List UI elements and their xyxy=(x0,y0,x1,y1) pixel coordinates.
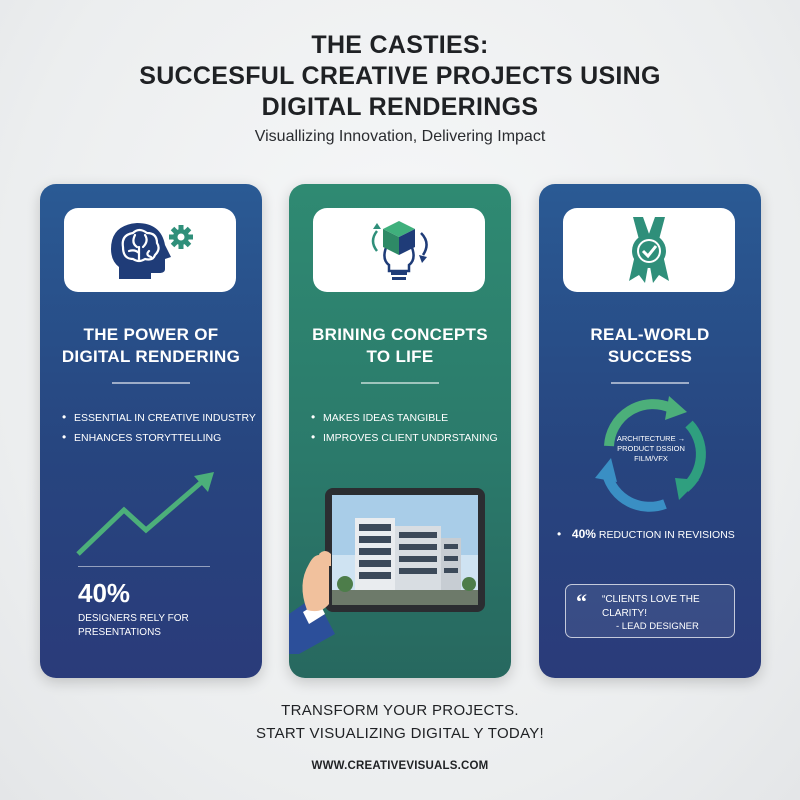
card-title-line: REAL-WORLD xyxy=(590,325,710,344)
stat-divider xyxy=(78,566,210,567)
card-real-world-success: REAL-WORLD SUCCESS ARCHITECTURE → PRODUC… xyxy=(539,184,761,678)
card-title-line: TO LIFE xyxy=(366,347,434,366)
card-power-of-rendering: THE POWER OF DIGITAL RENDERING ESSENTIAL… xyxy=(40,184,262,678)
cycle-label-line: ARCHITECTURE → xyxy=(616,434,686,443)
card-title: REAL-WORLD SUCCESS xyxy=(539,324,761,368)
award-ribbon-icon xyxy=(629,217,669,283)
card-title: THE POWER OF DIGITAL RENDERING xyxy=(40,324,262,368)
divider xyxy=(611,382,689,384)
card-title-line: DIGITAL RENDERING xyxy=(61,347,241,366)
title-line-3: DIGITAL RENDERINGS xyxy=(261,93,539,121)
divider xyxy=(112,382,190,384)
bullet-item: MAKES IDEAS TANGIBLE xyxy=(311,408,507,428)
footer-url[interactable]: WWW.CREATIVEVISUALS.COM xyxy=(311,760,489,772)
page-title: THE CASTIES: SUCCESFUL CREATIVE PROJECTS… xyxy=(0,30,800,123)
card-title: BRINING CONCEPTS TO LIFE xyxy=(289,324,511,368)
bullet-item: ENHANCES STORYTTELLING xyxy=(62,428,258,448)
title-line-2: SUCCESFUL CREATIVE PROJECTS USING xyxy=(139,62,661,90)
card-title-line: SUCCESS xyxy=(607,347,693,366)
reduction-text: REDUCTION IN REVISIONS xyxy=(598,529,735,541)
testimonial-author: - LEAD DESIGNER xyxy=(616,621,699,632)
stat-caption-line: DESIGNERS RELY FOR xyxy=(78,613,189,624)
growth-arrow-icon xyxy=(76,472,214,556)
icon-panel xyxy=(563,208,735,292)
card-title-line: THE POWER OF xyxy=(83,325,219,344)
divider xyxy=(361,382,439,384)
stat-caption: DESIGNERS RELY FOR PRESENTATIONS xyxy=(78,612,228,640)
bullet-list: ESSENTIAL IN CREATIVE INDUSTRY ENHANCES … xyxy=(62,408,258,448)
tablet-illustration xyxy=(289,484,511,654)
bullet-list: MAKES IDEAS TANGIBLE IMPROVES CLIENT UND… xyxy=(311,408,507,448)
quote-mark-icon: “ xyxy=(576,589,587,614)
bullet-item: ESSENTIAL IN CREATIVE INDUSTRY xyxy=(62,408,258,428)
card-title-line: BRINING CONCEPTS xyxy=(312,325,488,344)
cycle-label-line: FILM/VFX xyxy=(634,454,668,463)
testimonial-text: “CLIENTS LOVE THE CLARITY! xyxy=(602,593,732,621)
icon-panel xyxy=(313,208,485,292)
reduction-value: 40% xyxy=(571,527,596,541)
lightbulb-cube-icon xyxy=(371,221,428,280)
call-to-action: TRANSFORM YOUR PROJECTS. START VISUALIZI… xyxy=(0,699,800,745)
bullet-item: IMPROVES CLIENT UNDRSTANING xyxy=(311,428,507,448)
cycle-arrows-icon xyxy=(595,396,706,512)
icon-panel xyxy=(64,208,236,292)
cta-line: TRANSFORM YOUR PROJECTS. xyxy=(281,702,519,719)
cycle-label-line: PRODUCT DSSION xyxy=(617,444,685,453)
tablet-building-icon xyxy=(289,488,485,654)
stat-caption-line: PRESENTATIONS xyxy=(78,627,161,638)
reduction-stat: 40% REDUCTION IN REVISIONS xyxy=(557,527,757,541)
testimonial-box: “ “CLIENTS LOVE THE CLARITY! - LEAD DESI… xyxy=(565,584,735,638)
testimonial-line: CLARITY! xyxy=(602,608,648,619)
title-line-1: THE CASTIES: xyxy=(311,31,489,59)
cycle-label: ARCHITECTURE → PRODUCT DSSION FILM/VFX xyxy=(601,434,701,464)
card-bringing-concepts: BRINING CONCEPTS TO LIFE MAKES IDEAS TAN… xyxy=(289,184,511,678)
page-subtitle: Visuallizing Innovation, Delivering Impa… xyxy=(254,128,546,145)
stat-value: 40% xyxy=(78,578,131,608)
cta-line: START VISUALIZING DIGITAL Y TODAY! xyxy=(255,725,545,742)
brain-gear-icon xyxy=(111,223,193,279)
testimonial-line: “CLIENTS LOVE THE xyxy=(602,594,700,605)
